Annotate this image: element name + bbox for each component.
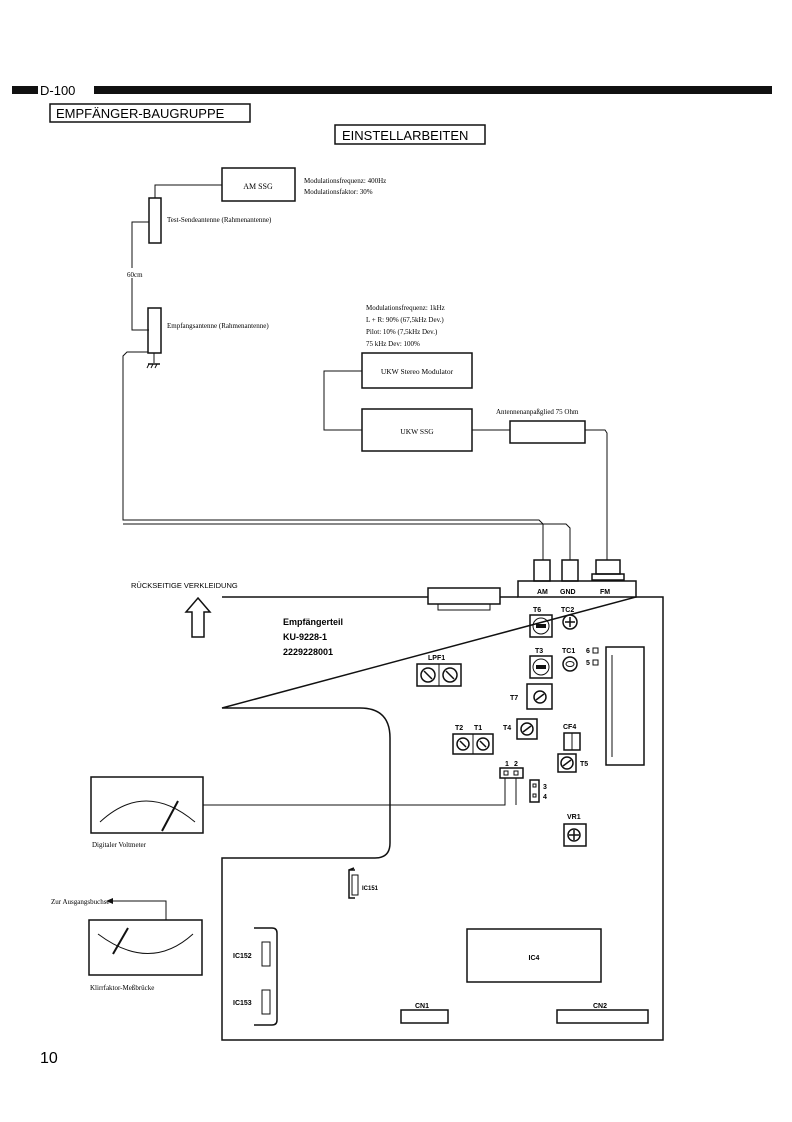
board-number: 2229228001: [283, 647, 333, 657]
gnd-connector: [561, 559, 579, 582]
distortion-meter: [88, 919, 203, 976]
fm-connector: [595, 559, 621, 575]
board-part: KU-9228-1: [283, 632, 327, 642]
side-connector: [605, 646, 645, 766]
cn2-connector: [556, 1009, 649, 1024]
am-modulation-note-1: Modulationsfrequenz: 400Hz: [304, 177, 386, 185]
fm-modulation-note-1: Modulationsfrequenz: 1kHz: [366, 304, 445, 312]
cn1-connector: [400, 1009, 449, 1024]
antenna-connector-panel: AM GND FM: [517, 559, 637, 598]
subsection-title-box: EINSTELLARBEITEN: [334, 124, 486, 145]
pin4-label: 4: [543, 794, 547, 801]
page-number: 10: [40, 1050, 58, 1067]
arrow-left-icon: [106, 898, 113, 904]
vr1-label: VR1: [567, 814, 581, 821]
vr1-potentiometer[interactable]: [563, 823, 587, 847]
t7-coil[interactable]: [526, 683, 553, 710]
ic153: [261, 989, 271, 1015]
ukw-ssg-label: UKW SSG: [400, 427, 434, 436]
digital-voltmeter: [90, 776, 204, 834]
matching-network-block: [509, 420, 586, 444]
t2-label: T2: [455, 725, 463, 732]
cf4-label: CF4: [563, 724, 576, 731]
up-arrow-icon: [184, 596, 212, 638]
tc1-trimmer[interactable]: [562, 656, 578, 672]
stereo-modulator-label: UKW Stereo Modulator: [381, 367, 454, 376]
receive-antenna-label: Empfangsantenne (Rahmenantenne): [167, 322, 269, 330]
ic151-label: IC151: [362, 886, 379, 892]
t6-label: T6: [533, 607, 541, 614]
distance-label: 60cm: [127, 271, 143, 279]
fm-modulation-note-2: L + R: 90% (67,5kHz Dev.): [366, 316, 444, 324]
ukw-ssg-block: UKW SSG: [361, 408, 473, 452]
ic151: [348, 867, 359, 899]
am-connector: [533, 559, 551, 582]
am-modulation-note-2: Modulationsfaktor: 30%: [304, 188, 373, 196]
test-pins-1-2[interactable]: [499, 767, 524, 779]
t3-label: T3: [535, 648, 543, 655]
ground-symbol: [146, 353, 160, 369]
ic-bracket: [254, 927, 278, 1026]
section-title-box: EMPFÄNGER-BAUGRUPPE: [49, 103, 251, 123]
test-point-5[interactable]: [592, 659, 599, 666]
ic4-label: IC4: [529, 955, 540, 962]
t3-coil[interactable]: [529, 655, 553, 679]
model-label: D-100: [40, 83, 75, 98]
ic152-label: IC152: [233, 953, 252, 960]
ic153-label: IC153: [233, 1000, 252, 1007]
t5-coil[interactable]: [557, 753, 577, 773]
ic4: [466, 928, 602, 983]
matching-network-label: Antennenanpaßglied 75 Ohm: [496, 408, 579, 416]
test-antenna: [148, 197, 162, 244]
pcb-outline: [221, 596, 664, 1041]
pin3-label: 3: [543, 784, 547, 791]
test-antenna-label: Test-Sendeantenne (Rahmenantenne): [167, 216, 272, 224]
test-pins-3-4[interactable]: [529, 779, 540, 803]
t5-label: T5: [580, 761, 588, 768]
header-bar: D-100: [12, 83, 772, 98]
tc1-label: TC1: [562, 648, 575, 655]
subsection-title: EINSTELLARBEITEN: [342, 128, 468, 143]
t6-coil[interactable]: [529, 614, 553, 638]
t7-label: T7: [510, 695, 518, 702]
cf4-filter: [563, 732, 581, 751]
am-ssg-block: AM SSG: [221, 167, 296, 202]
fm-modulation-note-3: Pilot: 10% (7,5kHz Dev.): [366, 328, 438, 336]
am-ssg-label: AM SSG: [243, 182, 273, 191]
lpf1-label: LPF1: [428, 655, 445, 662]
receive-antenna: [147, 307, 162, 354]
pin6-label: 6: [586, 648, 590, 655]
stereo-modulator-block: UKW Stereo Modulator: [361, 352, 473, 389]
tc2-trimmer[interactable]: [562, 614, 578, 630]
fm-modulation-note-4: 75 kHz Dev: 100%: [366, 340, 420, 348]
board-name: Empfängerteil: [283, 617, 343, 627]
ic152: [261, 941, 271, 967]
am-label: AM: [537, 589, 548, 596]
fm-label: FM: [600, 589, 610, 596]
distortion-meter-label: Klirrfaktor-Meßbrücke: [90, 984, 154, 992]
section-title: EMPFÄNGER-BAUGRUPPE: [56, 106, 225, 121]
voltmeter-label: Digitaler Voltmeter: [92, 841, 147, 849]
output-jack-label: Zur Ausgangsbuchse: [51, 898, 110, 906]
t1-label: T1: [474, 725, 482, 732]
gnd-label: GND: [560, 589, 576, 596]
pin5-label: 5: [586, 660, 590, 667]
pin1-label: 1: [505, 761, 509, 768]
rear-panel-label: RÜCKSEITIGE VERKLEIDUNG: [131, 581, 238, 590]
t4-coil[interactable]: [516, 718, 538, 740]
cn1-label: CN1: [415, 1003, 429, 1010]
pcb-connector-top: [427, 587, 501, 605]
cn2-label: CN2: [593, 1003, 607, 1010]
t2-t1-coils[interactable]: [452, 733, 494, 755]
t4-label: T4: [503, 725, 511, 732]
lpf1-filter[interactable]: [416, 663, 462, 687]
pin2-label: 2: [514, 761, 518, 768]
tc2-label: TC2: [561, 607, 574, 614]
test-point-6[interactable]: [592, 647, 599, 654]
